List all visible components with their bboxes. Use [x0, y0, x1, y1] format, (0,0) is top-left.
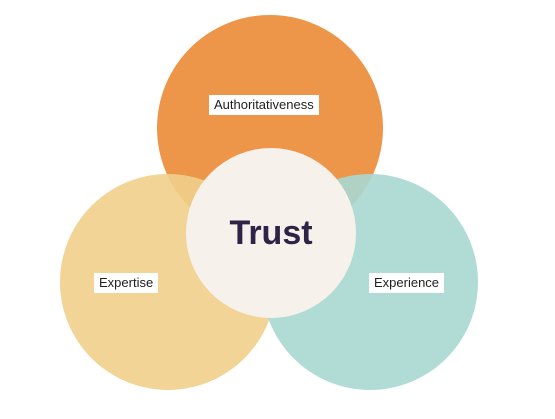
label-authoritativeness: Authoritativeness [209, 95, 319, 115]
label-expertise: Expertise [94, 273, 159, 293]
circle-trust-center [186, 148, 356, 318]
center-label-trust: Trust [229, 213, 313, 252]
label-experience: Experience [369, 273, 445, 293]
